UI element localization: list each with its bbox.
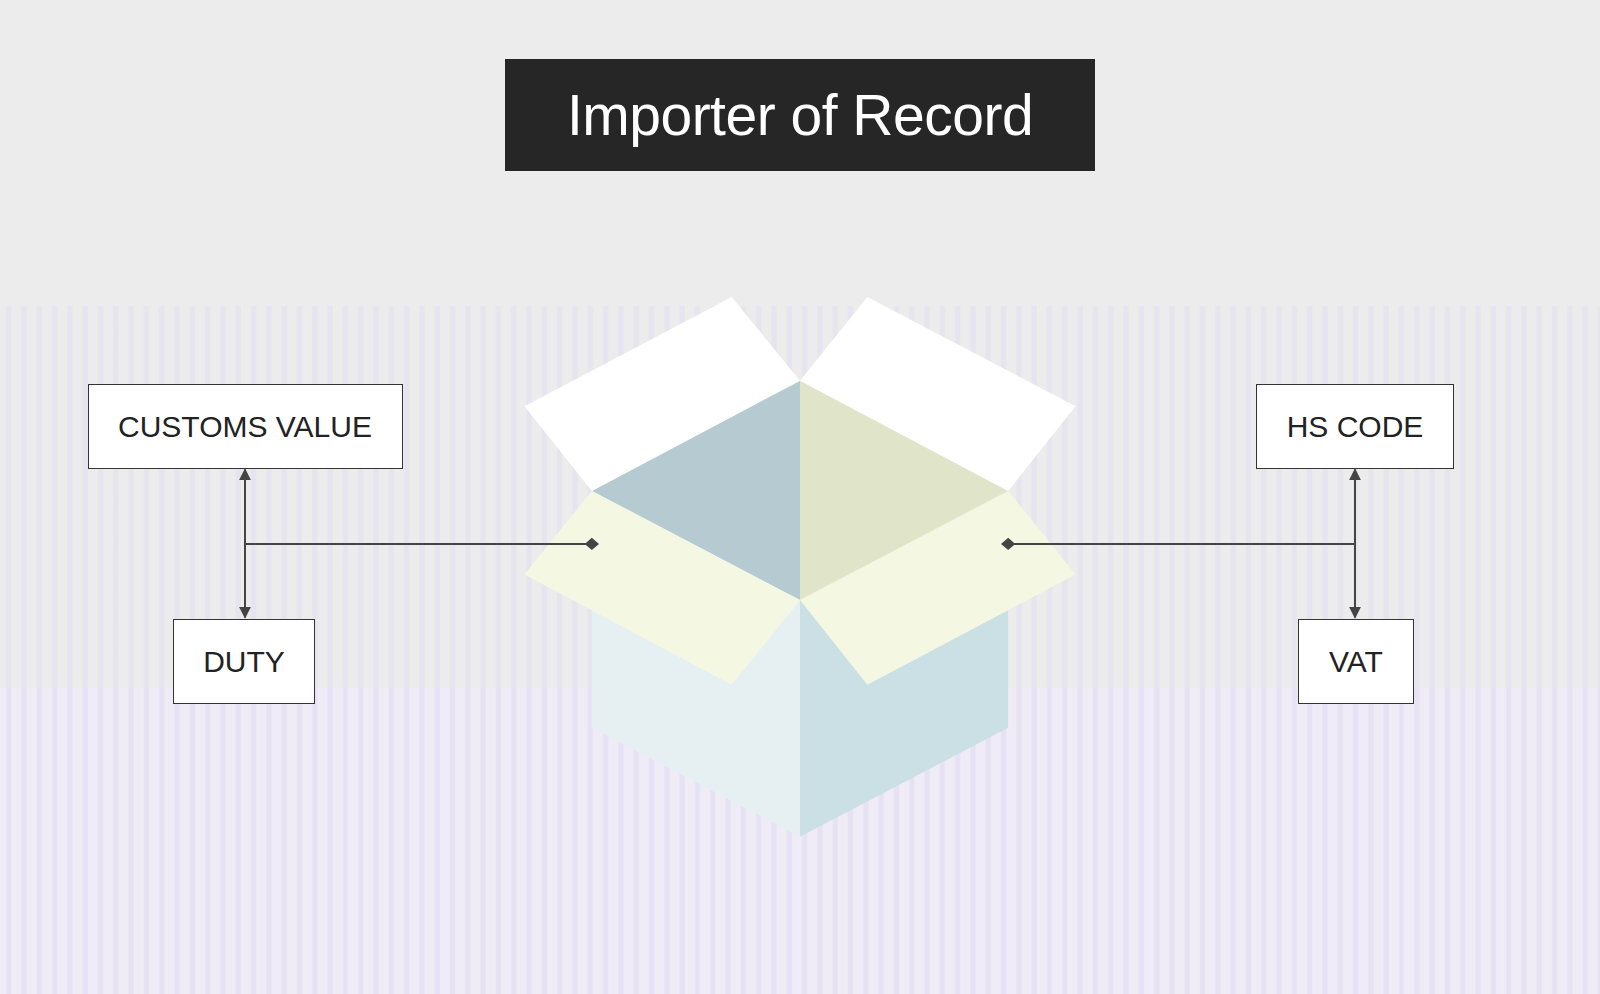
label-box: DUTY — [173, 619, 315, 704]
label-box: CUSTOMS VALUE — [88, 384, 403, 469]
box-label: HS CODE — [1287, 410, 1424, 443]
open-box — [524, 297, 1075, 837]
box-label: VAT — [1329, 645, 1383, 678]
label-box: VAT — [1298, 619, 1414, 704]
box-label: DUTY — [203, 645, 285, 678]
double-arrow — [244, 470, 246, 618]
box-label: CUSTOMS VALUE — [118, 410, 372, 443]
leader-line — [245, 538, 1355, 550]
double-arrow — [1354, 470, 1356, 618]
label-box: HS CODE — [1256, 384, 1454, 469]
title-banner: Importer of Record — [505, 59, 1095, 171]
ground-top — [0, 0, 1600, 306]
title-text: Importer of Record — [567, 82, 1033, 148]
